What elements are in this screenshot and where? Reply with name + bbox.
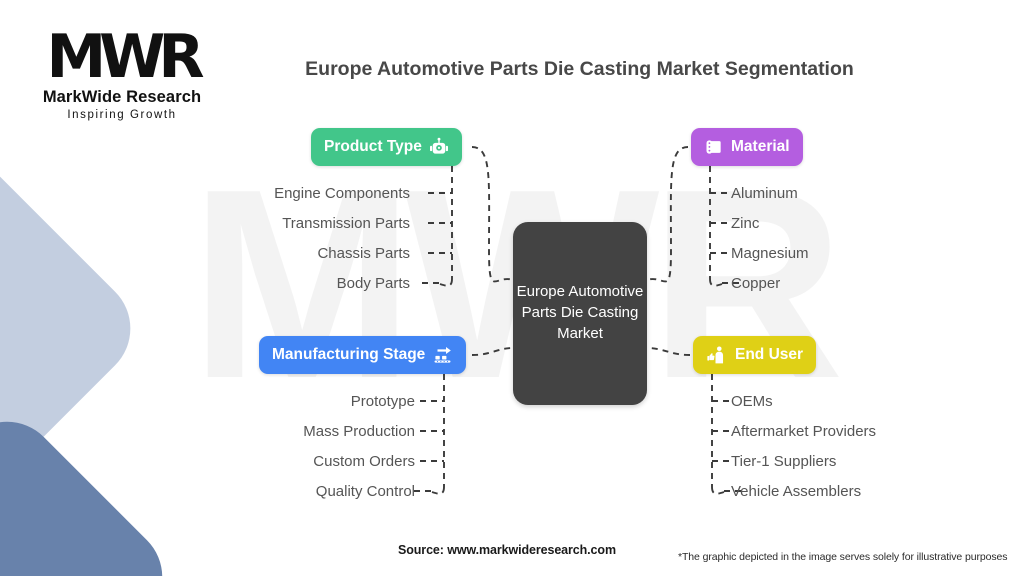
list-item: Prototype (350, 392, 415, 410)
list-item: Mass Production (303, 422, 415, 440)
spine-mfg-tail (431, 486, 445, 495)
list-item: OEMs (731, 392, 773, 410)
logo-tagline: Inspiring Growth (67, 108, 177, 121)
connector-mfg-to-center (471, 347, 514, 356)
spine-enduser-tail (711, 486, 725, 495)
list-item: Custom Orders (313, 452, 415, 470)
branch-label-material: Material (731, 138, 790, 155)
source-text: Source: www.markwideresearch.com (398, 543, 616, 557)
spine-product-tail (439, 278, 453, 287)
list-item: Vehicle Assemblers (731, 482, 862, 500)
list-item: Quality Control (315, 482, 415, 500)
branch-label-manufacturing-stage: Manufacturing Stage (272, 346, 426, 363)
center-node: Europe Automotive Parts Die Casting Mark… (513, 222, 647, 405)
spine-material-tail (709, 278, 723, 287)
brand-logo: MWR MarkWide Research Inspiring Growth (22, 22, 222, 121)
list-item: Chassis Parts (317, 244, 410, 262)
list-item: Body Parts (336, 274, 410, 292)
branch-items-manufacturing-stage: Prototype Mass Production Custom Orders … (130, 386, 415, 506)
connector-enduser-to-center (646, 347, 691, 356)
list-item: Copper (731, 274, 781, 292)
branch-items-material: Aluminum Zinc Magnesium Copper (731, 178, 1011, 298)
center-node-label: Europe Automotive Parts Die Casting Mark… (516, 283, 644, 342)
page-title: Europe Automotive Parts Die Casting Mark… (305, 58, 854, 80)
list-item: Engine Components (274, 184, 410, 202)
person-thumbsup-icon (706, 345, 728, 366)
branch-badge-product-type[interactable]: Product Type (311, 128, 462, 166)
logo-company-name: MarkWide Research (42, 87, 202, 106)
connector-product-to-center (471, 146, 514, 283)
branch-badge-material[interactable]: Material (691, 128, 803, 166)
film-roll-icon (704, 137, 724, 157)
list-item: Magnesium (731, 244, 809, 262)
logo-mark: MWR (46, 22, 204, 92)
robot-icon (429, 137, 449, 157)
branch-items-product-type: Engine Components Transmission Parts Cha… (130, 178, 410, 298)
disclaimer-text: *The graphic depicted in the image serve… (678, 551, 1008, 563)
branch-label-product-type: Product Type (324, 138, 422, 155)
list-item: Aluminum (731, 184, 798, 202)
conveyor-arrow-icon (432, 345, 453, 365)
branch-items-end-user: OEMs Aftermarket Providers Tier-1 Suppli… (731, 386, 1021, 506)
branch-badge-manufacturing-stage[interactable]: Manufacturing Stage (259, 336, 467, 374)
list-item: Zinc (731, 214, 760, 232)
list-item: Tier-1 Suppliers (731, 452, 837, 470)
branch-label-end-user: End User (735, 346, 804, 363)
list-item: Transmission Parts (282, 214, 410, 232)
branch-badge-end-user[interactable]: End User (693, 336, 817, 374)
connector-material-to-center (646, 146, 689, 283)
list-item: Aftermarket Providers (731, 422, 877, 440)
